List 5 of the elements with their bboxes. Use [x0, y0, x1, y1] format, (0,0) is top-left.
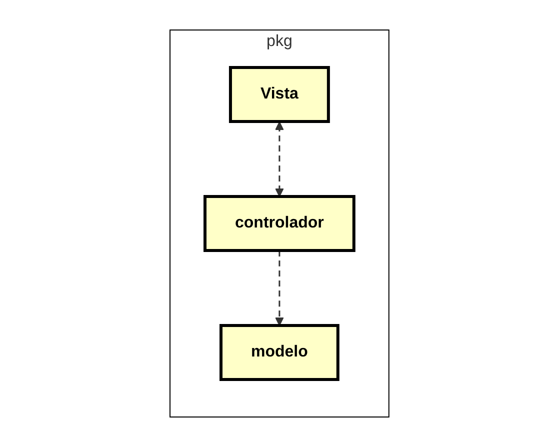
arrow — [275, 250, 284, 326]
arrow — [275, 122, 284, 197]
node-box: modelo — [220, 324, 340, 381]
node-box: controlador — [204, 195, 356, 252]
node-box: Vista — [229, 66, 330, 123]
